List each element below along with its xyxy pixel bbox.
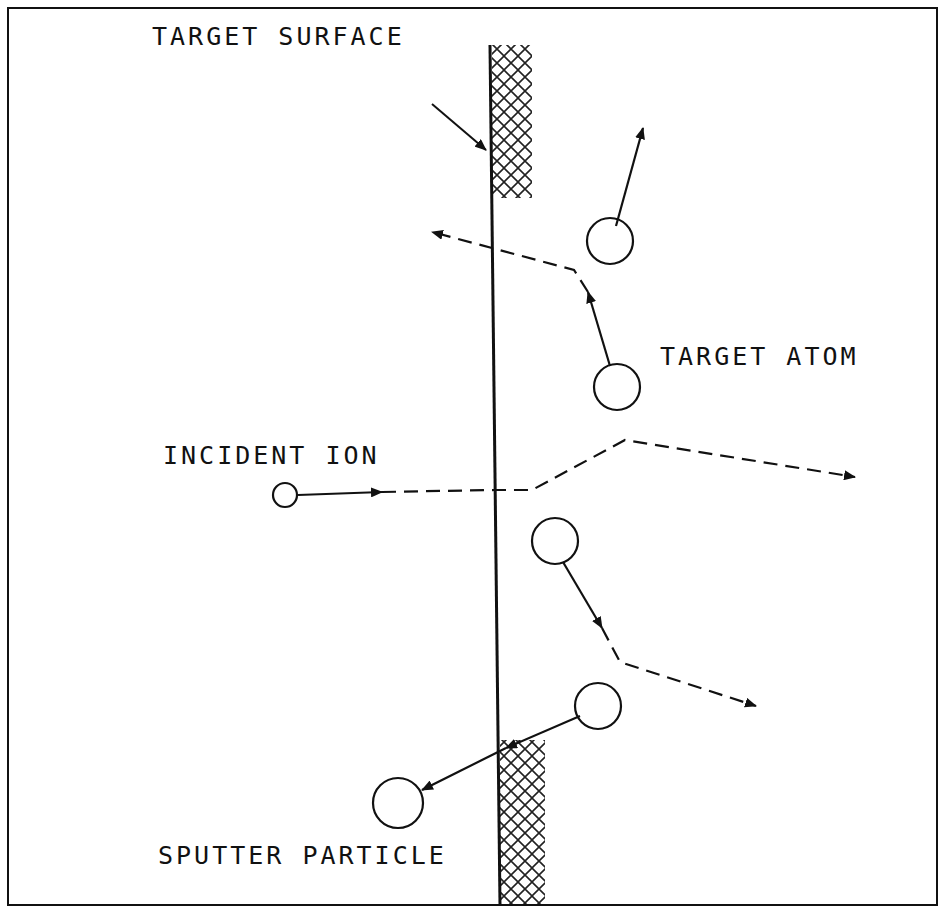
target-atom-circle — [587, 218, 633, 264]
motion-arrow — [506, 716, 580, 748]
leader-line — [432, 104, 486, 150]
target-atom-circle — [594, 364, 640, 410]
dashed-path — [432, 232, 588, 292]
target-atom-circle — [575, 683, 621, 729]
motion-arrow — [588, 292, 610, 366]
frame — [8, 8, 937, 905]
label-text: SPUTTER PARTICLE — [158, 843, 447, 868]
dashed-path — [602, 628, 756, 706]
target-atom-circle — [532, 518, 578, 564]
label-text: TARGET SURFACE — [152, 24, 405, 49]
incident-ion-circle — [273, 483, 297, 507]
label-text: TARGET ATOM — [660, 344, 859, 369]
motion-arrow — [563, 562, 602, 628]
motion-arrow — [616, 128, 643, 226]
motion-arrow — [298, 492, 382, 495]
target-hatching — [500, 740, 545, 904]
motion-arrow — [422, 748, 506, 790]
label-text: INCIDENT ION — [163, 443, 380, 468]
sputter-particle-circle — [373, 778, 423, 828]
target-surface-line — [490, 45, 500, 905]
dashed-path — [382, 440, 855, 492]
target-hatching — [492, 45, 532, 198]
